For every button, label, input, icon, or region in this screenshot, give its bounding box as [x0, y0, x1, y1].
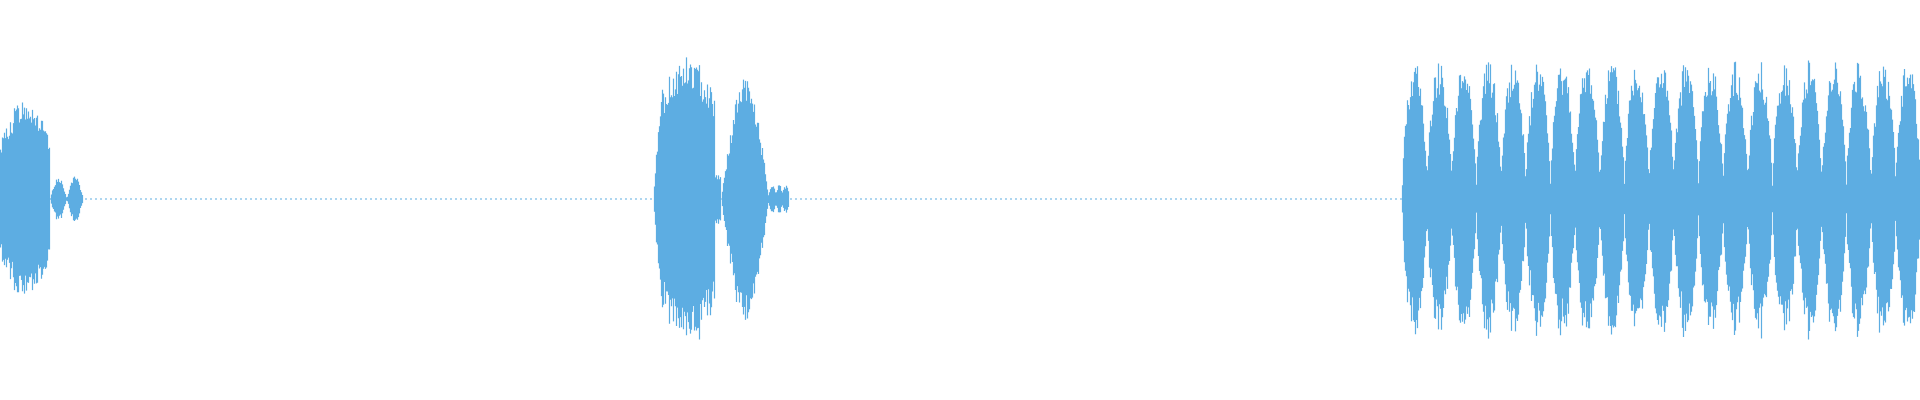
waveform-burst-2 [653, 57, 790, 340]
waveform-burst-1 [0, 102, 84, 294]
waveform-bursts [0, 57, 1920, 340]
waveform-burst-3 [1401, 60, 1920, 340]
